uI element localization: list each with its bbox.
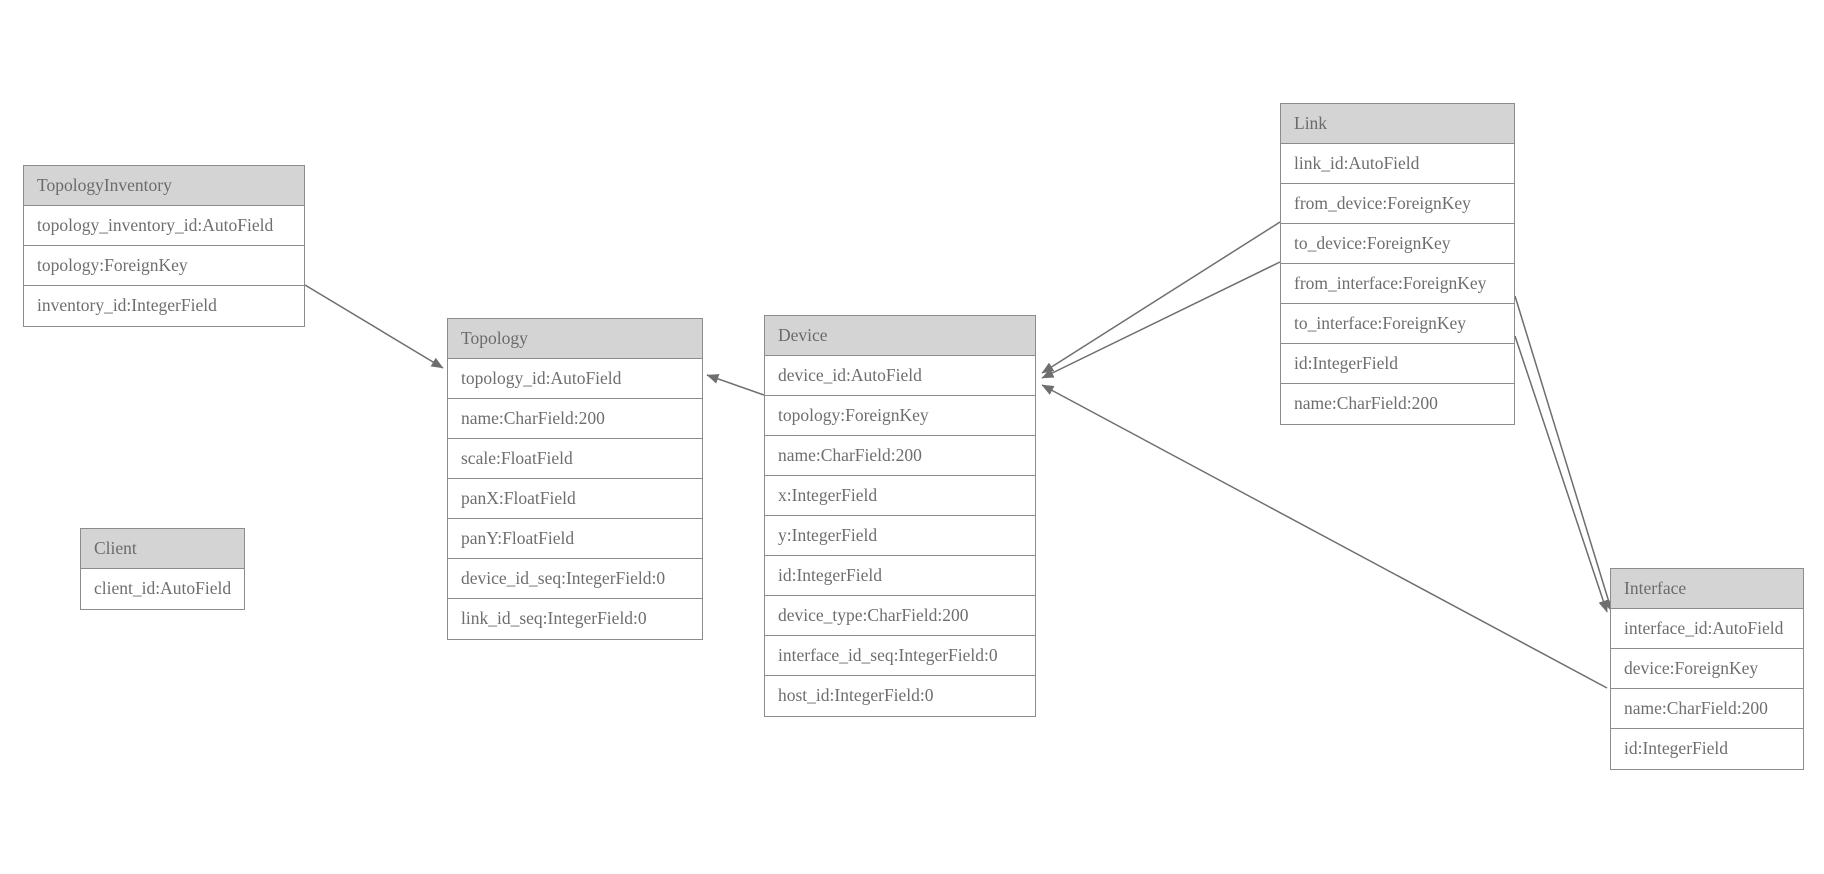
entity-field-row[interactable]: id:IntegerField	[765, 556, 1035, 596]
entity-field-row[interactable]: inventory_id:IntegerField	[24, 286, 304, 326]
entity-field-row[interactable]: from_device:ForeignKey	[1281, 184, 1514, 224]
entity-field-row[interactable]: topology:ForeignKey	[24, 246, 304, 286]
entity-field-row[interactable]: topology_id:AutoField	[448, 359, 702, 399]
entity-field-row[interactable]: interface_id_seq:IntegerField:0	[765, 636, 1035, 676]
entity-field-row[interactable]: panY:FloatField	[448, 519, 702, 559]
entity-field-row[interactable]: y:IntegerField	[765, 516, 1035, 556]
relationship-edge-rel-link-to-device	[1041, 261, 1281, 379]
entity-title-interface: Interface	[1611, 569, 1803, 609]
entity-title-topology: Topology	[448, 319, 702, 359]
relationship-edge-rel-link-to-interface	[1514, 335, 1609, 613]
entity-field-row[interactable]: client_id:AutoField	[81, 569, 244, 609]
entity-field-row[interactable]: link_id:AutoField	[1281, 144, 1514, 184]
entity-field-row[interactable]: device_id:AutoField	[765, 356, 1035, 396]
entity-field-row[interactable]: from_interface:ForeignKey	[1281, 264, 1514, 304]
entity-field-row[interactable]: device:ForeignKey	[1611, 649, 1803, 689]
entity-field-row[interactable]: id:IntegerField	[1611, 729, 1803, 769]
entity-field-row[interactable]: x:IntegerField	[765, 476, 1035, 516]
relationship-edge-rel-link-from-device	[1041, 221, 1281, 374]
entity-field-row[interactable]: to_device:ForeignKey	[1281, 224, 1514, 264]
entity-field-row[interactable]: name:CharField:200	[1281, 384, 1514, 424]
entity-field-row[interactable]: interface_id:AutoField	[1611, 609, 1803, 649]
entity-field-row[interactable]: device_type:CharField:200	[765, 596, 1035, 636]
entity-field-row[interactable]: topology_inventory_id:AutoField	[24, 206, 304, 246]
entity-title-link: Link	[1281, 104, 1514, 144]
entity-field-row[interactable]: name:CharField:200	[765, 436, 1035, 476]
relationship-edge-rel-interface-device	[1041, 384, 1608, 689]
entity-field-row[interactable]: id:IntegerField	[1281, 344, 1514, 384]
entity-title-device: Device	[765, 316, 1035, 356]
entity-field-row[interactable]: name:CharField:200	[1611, 689, 1803, 729]
entity-title-topologyinventory: TopologyInventory	[24, 166, 304, 206]
entity-field-row[interactable]: to_interface:ForeignKey	[1281, 304, 1514, 344]
entity-field-row[interactable]: name:CharField:200	[448, 399, 702, 439]
entity-field-row[interactable]: host_id:IntegerField:0	[765, 676, 1035, 716]
entity-field-row[interactable]: topology:ForeignKey	[765, 396, 1035, 436]
entity-field-row[interactable]: device_id_seq:IntegerField:0	[448, 559, 702, 599]
relationship-edge-rel-link-from-interface	[1514, 295, 1614, 613]
entity-field-row[interactable]: panX:FloatField	[448, 479, 702, 519]
relationship-edge-rel-topologyinventory-topology	[304, 284, 444, 369]
relationship-edge-rel-device-topology	[706, 374, 765, 396]
entity-title-client: Client	[81, 529, 244, 569]
entity-field-row[interactable]: link_id_seq:IntegerField:0	[448, 599, 702, 639]
entity-field-row[interactable]: scale:FloatField	[448, 439, 702, 479]
